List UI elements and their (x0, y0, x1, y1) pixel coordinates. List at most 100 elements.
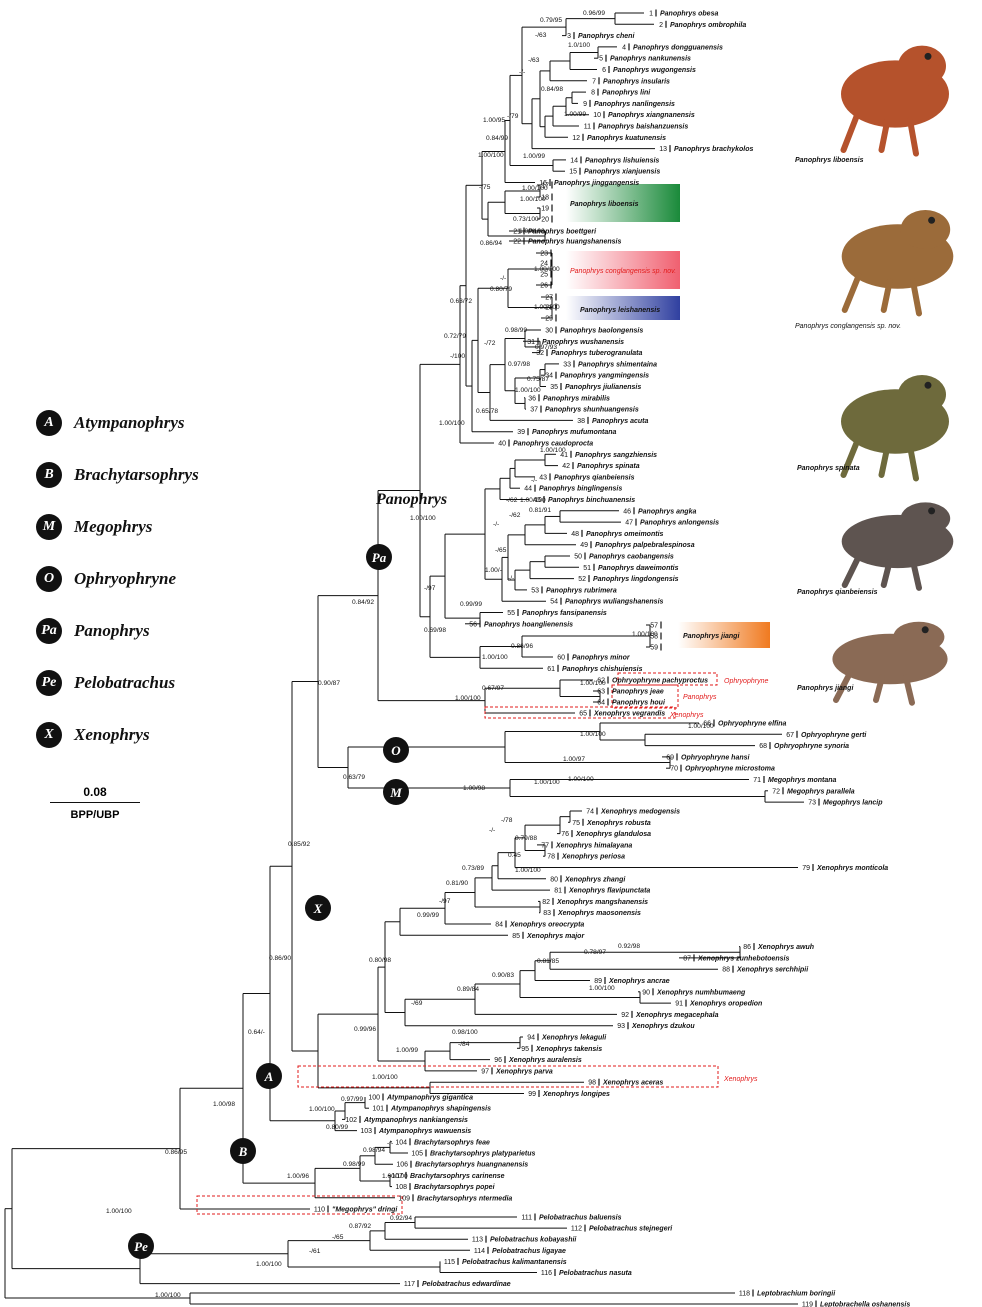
tip-number: 117 (404, 1281, 415, 1288)
tip-35: 35Panophrys jiulianensis (550, 383, 641, 391)
tip-name: Panophrys sangzhiensis (575, 452, 657, 459)
tip-98: 98Xenophrys aceras (588, 1079, 663, 1087)
legend-label: Xenophrys (74, 725, 150, 745)
support-value: -/65 (495, 547, 507, 554)
support-value: -/61 (309, 1248, 321, 1255)
tip-105: 105Brachytarsophrys platyparietus (411, 1150, 535, 1158)
tip-number: 10 (593, 112, 601, 119)
tip-number: 91 (675, 1001, 683, 1008)
tip-name: Ophryophryne elfina (718, 721, 787, 728)
support-value: 1.00/100 (534, 304, 560, 311)
tip-name: Panophrys jinggangensis (554, 180, 639, 187)
tip-15: 15Panophrys xianjuensis (569, 168, 660, 176)
support-value: 1.00/100 (589, 985, 615, 992)
tip-number: 3 (567, 33, 571, 40)
tip-87: 87Xenophrys zunhebotoensis (683, 954, 789, 962)
support-value: -/78 (501, 817, 513, 824)
legend-item-m: MMegophrys (36, 512, 152, 542)
legend-label: Megophrys (74, 517, 152, 537)
tip-number: 77 (541, 842, 549, 849)
support-value: 0.80/99 (326, 1124, 348, 1131)
tip-97: 97Xenophrys parva (481, 1067, 553, 1075)
legend-item-o: OOphryophryne (36, 564, 176, 594)
tip-85: 85Xenophrys major (512, 932, 585, 940)
frog-head (893, 622, 944, 653)
tip-number: 73 (808, 800, 816, 807)
tip-number: 42 (562, 463, 570, 470)
badge-m: M (383, 779, 409, 805)
support-value: -/72 (484, 340, 496, 347)
frog-eye (928, 217, 935, 224)
tip-16: 16Panophrys jinggangensis (539, 179, 639, 187)
tip-name: Panophrys binglingensis (539, 486, 622, 493)
tip-number: 54 (550, 599, 558, 606)
tip-76: 76Xenophrys glandulosa (561, 830, 651, 838)
tip-name: Xenophrys auralensis (508, 1057, 582, 1064)
tip-number: 31 (527, 339, 535, 346)
support-value: -/62 (506, 497, 518, 504)
tip-name: Leptobrachella oshanensis (820, 1302, 910, 1307)
tip-75: 75Xenophrys robusta (572, 819, 651, 827)
tip-name: Panophrys mirabilis (543, 395, 610, 402)
tip-name: Panophrys lishuiensis (585, 157, 659, 164)
tip-29: 29 (545, 315, 556, 323)
tip-name: Brachytarsophrys platyparietus (430, 1151, 536, 1158)
tip-70: 70Ophryophryne microstoma (670, 765, 775, 773)
support-value: 0.85/92 (288, 841, 310, 848)
support-value: 0.98/99 (505, 327, 527, 334)
tip-73: 73Megophrys lancip (808, 799, 883, 807)
support-value: 1.00/100 (520, 497, 546, 504)
tip-109: 109Brachytarsophrys ntermedia (398, 1194, 512, 1202)
support-value: 0.99/99 (460, 601, 482, 608)
tip-number: 63 (597, 689, 605, 696)
tip-19: 19 (541, 205, 552, 213)
panophrys-clade-support: 1.00/100 (410, 515, 436, 522)
legend-item-x: XXenophrys (36, 720, 150, 750)
tip-name: Atympanophrys nankiangensis (363, 1117, 468, 1124)
tip-number: 96 (494, 1057, 502, 1064)
tip-name: Xenophrys takensis (535, 1046, 602, 1053)
tip-101: 101Atympanophrys shapingensis (372, 1105, 491, 1113)
tip-100: 100Atympanophrys gigantica (368, 1094, 473, 1102)
support-value: -/- (489, 827, 495, 834)
support-value: 0.90/83 (492, 972, 514, 979)
support-value: 0.64/- (248, 1029, 265, 1036)
tip-number: 110 (314, 1207, 325, 1214)
tip-number: 113 (472, 1237, 483, 1244)
tip-72: 72Megophrys parallela (772, 787, 855, 795)
tip-4: 4Panophrys dongguanensis (622, 43, 723, 51)
support-value: 1.00/99 (523, 153, 545, 160)
tip-name: Panophrys shunhuangensis (545, 407, 639, 414)
tip-number: 52 (578, 576, 586, 583)
tip-number: 36 (528, 395, 536, 402)
support-value: 0.79/88 (515, 835, 537, 842)
tip-name: Panophrys wuliangshanensis (565, 599, 664, 606)
legend-item-b: BBrachytarsophrys (36, 460, 199, 490)
tip-94: 94Xenophrys lekaguli (527, 1034, 607, 1042)
tip-name: Panophrys mufumontana (532, 429, 617, 436)
tip-name: Panophrys insularis (603, 78, 670, 85)
tip-name: Panophrys jeae (612, 689, 664, 696)
tip-name: Panophrys houi (612, 700, 666, 707)
tip-14: 14Panophrys lishuiensis (570, 156, 659, 164)
badge-letter: X (313, 901, 323, 916)
frog-photos: Panophrys liboensisPanophrys conglangens… (795, 46, 953, 703)
tip-name: Xenophrys megacephala (635, 1012, 719, 1019)
tip-number: 33 (563, 361, 571, 368)
support-value: -/100 (450, 353, 465, 360)
tip-number: 30 (545, 328, 553, 335)
support-value: 0.98/94 (363, 1147, 385, 1154)
tip-115: 115Pelobatrachus kalimantanensis (444, 1258, 567, 1266)
tip-name: Xenophrys awuh (757, 944, 814, 951)
tip-67: 67Ophryophryne gerti (786, 731, 867, 739)
support-value: 0.87/92 (349, 1223, 371, 1230)
tip-number: 99 (528, 1091, 536, 1098)
tip-number: 114 (474, 1248, 485, 1255)
tip-name: Brachytarsophrys huangnanensis (415, 1162, 528, 1169)
support-value: 0.92/98 (618, 943, 640, 950)
tip-12: 12Panophrys kuatunensis (572, 134, 666, 142)
tip-39: 39Panophrys mufumontana (517, 428, 616, 436)
tip-name: Xenophrys monticola (816, 865, 888, 872)
tip-name: Xenophrys aceras (602, 1080, 663, 1087)
support-value: 1.00/100 (534, 779, 560, 786)
